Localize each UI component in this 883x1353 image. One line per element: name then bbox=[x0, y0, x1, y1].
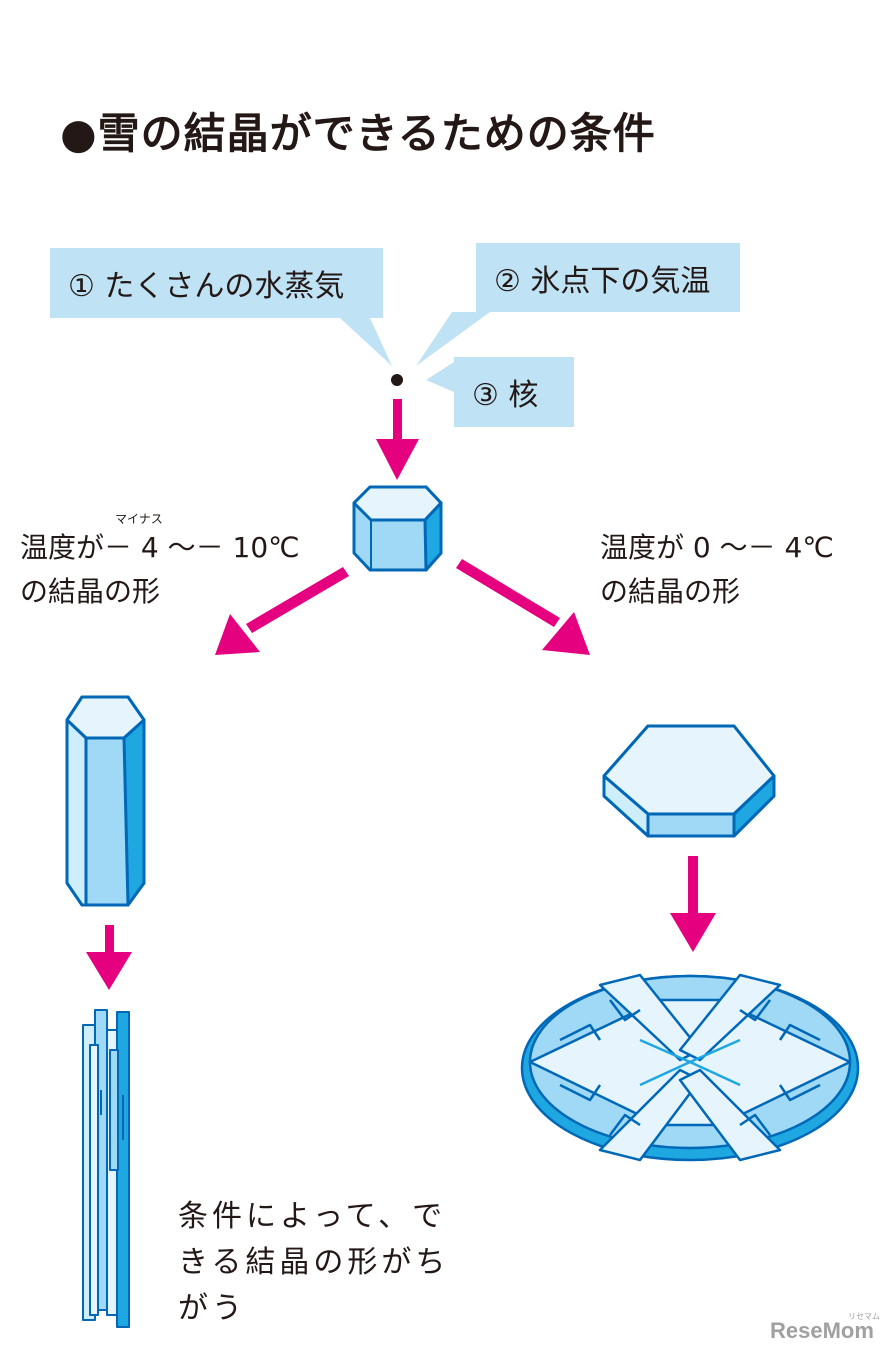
crystal-needles bbox=[82, 1009, 130, 1328]
watermark-kana: リセマム bbox=[848, 1312, 880, 1321]
callout-temperature: ② 氷点下の気温 bbox=[476, 243, 740, 312]
arrow-right-diagonal bbox=[456, 559, 590, 655]
watermark-logo: ReseMom bbox=[770, 1318, 874, 1343]
nucleus-dot bbox=[391, 374, 403, 386]
callout-nucleus-pointer bbox=[426, 362, 454, 392]
arrow-left-diagonal bbox=[215, 567, 349, 655]
arrow-down-nucleus bbox=[376, 399, 419, 480]
note-line3: がう bbox=[178, 1291, 246, 1326]
callout-temp-pointer bbox=[416, 312, 490, 366]
note-line2: きる結晶の形がち bbox=[178, 1245, 450, 1280]
crystal-snowflake bbox=[520, 973, 860, 1162]
crystal-plate bbox=[602, 724, 776, 838]
left-condition-line1: 温度が－ 4 〜－ 10℃ bbox=[20, 531, 300, 564]
minus-ruby: マイナス bbox=[115, 512, 163, 526]
page-title: ●雪の結晶ができるための条件 bbox=[60, 109, 656, 158]
right-condition-line1: 温度が 0 〜－ 4℃ bbox=[600, 531, 834, 564]
callout-nucleus: ③ 核 bbox=[454, 357, 574, 427]
arrow-down-left bbox=[86, 925, 132, 990]
callout-vapor-pointer bbox=[340, 318, 392, 366]
right-condition-line2: の結晶の形 bbox=[600, 575, 741, 608]
arrow-down-right bbox=[670, 856, 716, 952]
callout-vapor: ① たくさんの水蒸気 bbox=[50, 248, 383, 318]
crystal-column bbox=[65, 695, 146, 907]
note-line1: 条件によって、で bbox=[178, 1199, 447, 1234]
left-condition-line2: の結晶の形 bbox=[20, 575, 161, 608]
crystal-small-prism bbox=[352, 485, 443, 572]
